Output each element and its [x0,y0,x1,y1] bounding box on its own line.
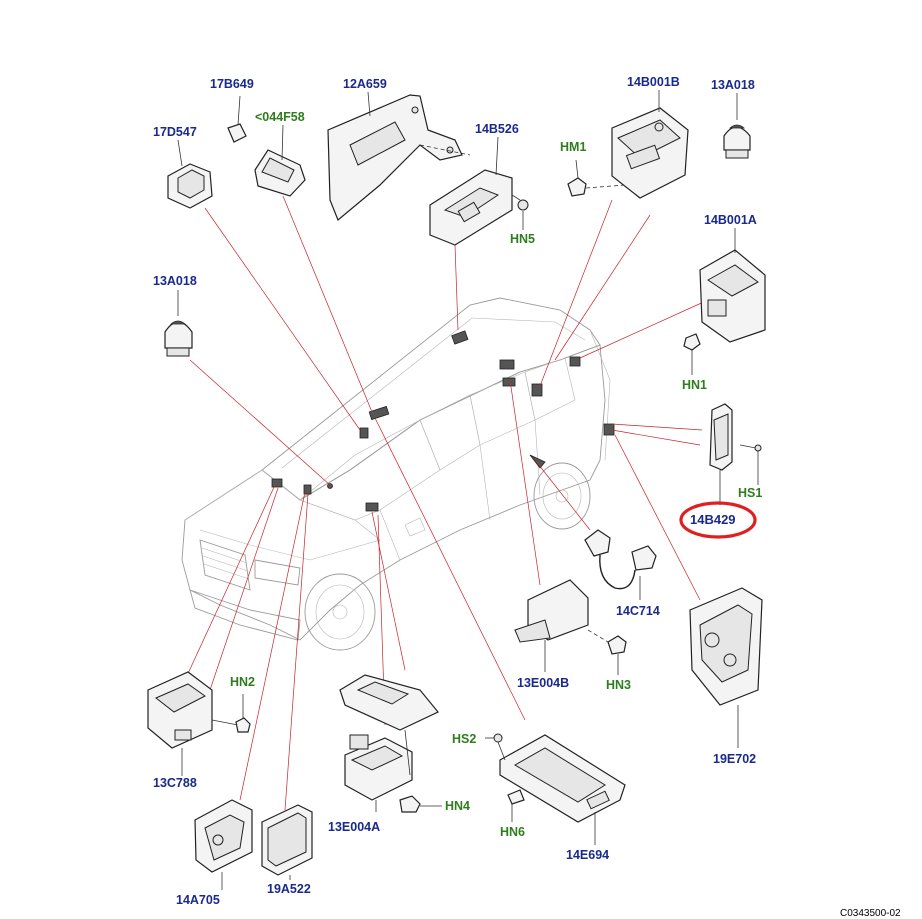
label-HN3: HN3 [606,678,632,692]
vehicle-outline [181,297,611,651]
label-13A018-top: 13A018 [711,78,755,92]
label-17D547: 17D547 [153,125,197,139]
part-14B001B-shape [611,90,689,199]
label-19E702: 19E702 [713,752,757,766]
label-14C714: 14C714 [616,604,660,618]
part-13E004B-shape [514,579,627,675]
figure-reference: C0343500-02 [840,908,901,919]
label-HN1: HN1 [682,378,708,392]
callout-lines [184,195,709,811]
part-14B001A-shape [683,228,766,375]
vehicle-module-markers [271,330,615,512]
label-13E004A: 13E004A [328,820,381,834]
part-19E702-shape [689,587,763,748]
part-14B526-shape [429,136,529,246]
label-17B649: 17B649 [210,77,254,91]
label-14B429: 14B429 [690,512,736,527]
part-14C714-shape [584,529,657,600]
label-HN2: HN2 [230,675,256,689]
label-14B001A: 14B001A [704,213,757,227]
highlight-ring-14B429 [679,501,757,539]
part-17D547-shape [167,139,213,209]
label-12A659: 12A659 [343,77,387,91]
label-19A522: 19A522 [267,882,311,896]
label-14B001B: 14B001B [627,75,680,89]
part-044F58-shape [254,124,306,197]
label-14E694: 14E694 [566,848,610,862]
label-044F58: <044F58 [255,110,305,124]
part-bracket-13E004A-shape [339,674,439,731]
part-14B429-shape [709,403,762,505]
part-14A705-shape [194,799,253,890]
part-13E004A-shape [344,729,442,813]
part-12A659-shape [327,91,471,221]
label-14A705: 14A705 [176,893,220,907]
part-HM1-shape [567,159,626,197]
label-HN5: HN5 [510,232,536,246]
part-14E694-shape [485,733,626,845]
label-13C788: 13C788 [153,776,197,790]
part-13C788-shape [147,671,251,776]
label-13E004B: 13E004B [517,676,570,690]
label-HM1: HM1 [560,140,587,154]
part-13A018-left-shape [164,290,193,357]
part-19A522-shape [261,804,313,880]
label-HN4: HN4 [445,799,471,813]
label-13A018-left: 13A018 [153,274,197,288]
part-13A018-top-shape [723,93,751,159]
label-HN6: HN6 [500,825,526,839]
part-17B649-shape [227,95,247,143]
label-14B526: 14B526 [475,122,519,136]
label-HS2: HS2 [452,732,477,746]
label-HS1: HS1 [738,486,763,500]
